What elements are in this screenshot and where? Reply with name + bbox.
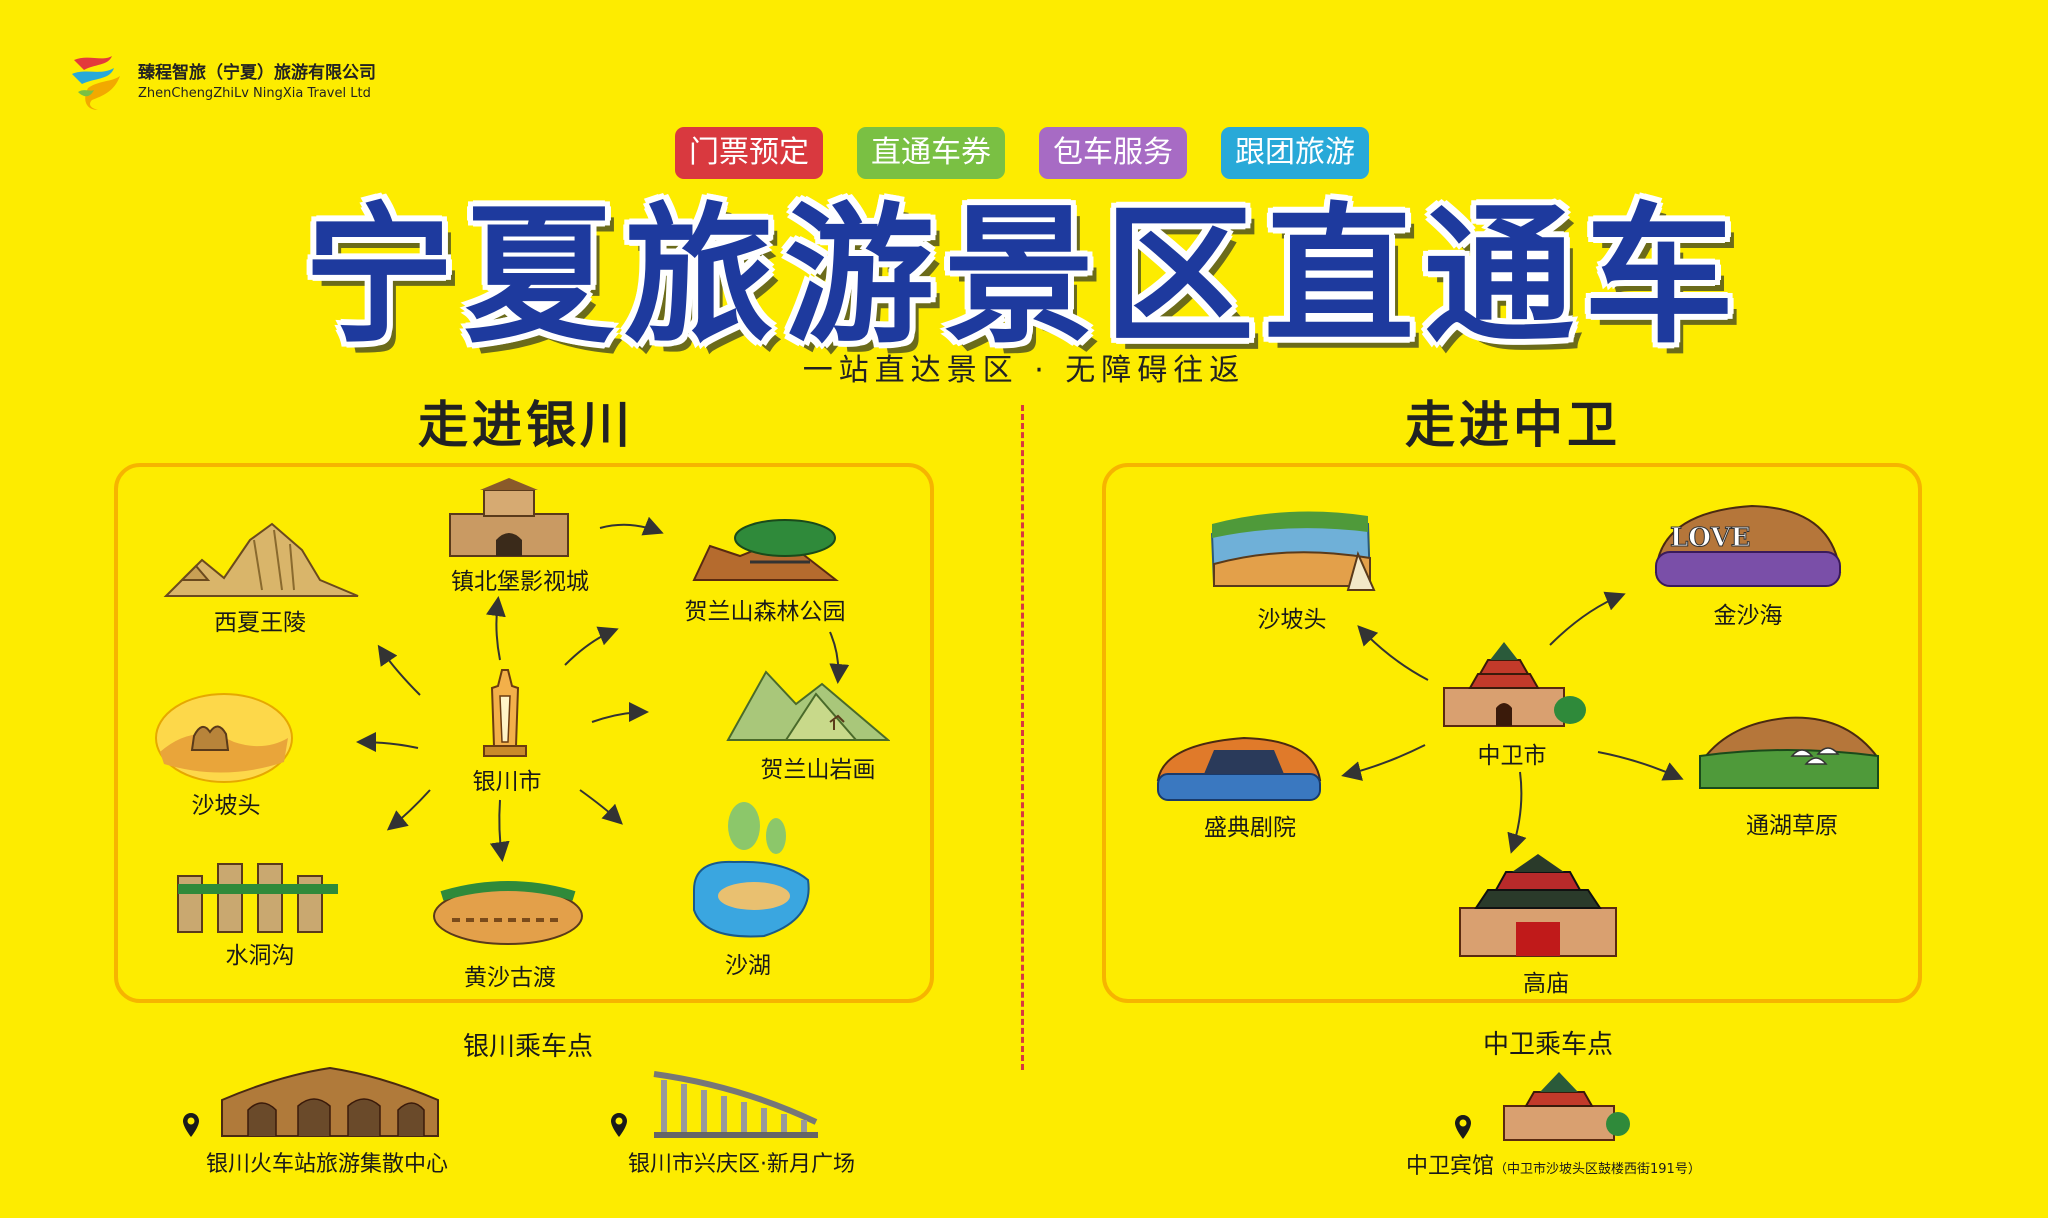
label-spot-shuidonggou[interactable]: 水洞沟 bbox=[225, 943, 295, 969]
label-spot-helan-rock-art[interactable]: 贺兰山岩画 bbox=[760, 757, 876, 783]
label-spot-helan-forest[interactable]: 贺兰山森林公园 bbox=[684, 599, 846, 625]
pickup-xinyue-square[interactable]: 银川市兴庆区·新月广场 bbox=[628, 1152, 855, 1177]
helan-forest-park-icon bbox=[692, 519, 839, 581]
yinchuan-monument-icon bbox=[483, 669, 527, 757]
tag-ticket-booking[interactable]: 门票预定 bbox=[675, 127, 823, 179]
location-pin-icon bbox=[611, 1113, 627, 1137]
location-pin-icon bbox=[183, 1113, 199, 1137]
tag-shuttle-ticket[interactable]: 直通车券 bbox=[857, 127, 1005, 179]
sand-lake-icon bbox=[693, 802, 810, 938]
label-spot-shapotou-zw[interactable]: 沙坡头 bbox=[1257, 607, 1327, 633]
label-spot-xixia-tombs[interactable]: 西夏王陵 bbox=[214, 610, 306, 636]
tag-group-tour[interactable]: 跟团旅游 bbox=[1221, 127, 1369, 179]
gaomiao-temple-icon bbox=[1459, 854, 1617, 957]
pickup-heading-zhongwei: 中卫乘车点 bbox=[1482, 1030, 1614, 1060]
section-heading-yinchuan: 走进银川 bbox=[418, 395, 634, 454]
shapotou-desert-icon bbox=[1210, 511, 1376, 591]
shapotou-camel-icon bbox=[155, 693, 293, 783]
label-spot-golden-sand-sea[interactable]: 金沙海 bbox=[1713, 603, 1783, 629]
pickup-zhongwei-hotel[interactable]: 中卫宾馆（中卫市沙坡头区鼓楼西街191号） bbox=[1406, 1148, 1701, 1180]
yinchuan-station-icon bbox=[221, 1066, 439, 1137]
xixia-tombs-icon bbox=[163, 522, 359, 597]
tonghu-grassland-icon bbox=[1699, 716, 1879, 789]
tag-charter-service[interactable]: 包车服务 bbox=[1039, 127, 1187, 179]
company-logo-icon bbox=[72, 56, 120, 110]
label-spot-tonghu-grassland[interactable]: 通湖草原 bbox=[1746, 813, 1838, 839]
label-spot-zhenbeibao[interactable]: 镇北堡影视城 bbox=[451, 569, 589, 595]
pickup-heading-yinchuan: 银川乘车点 bbox=[462, 1032, 594, 1062]
zhongwei-drum-tower-icon bbox=[1443, 642, 1586, 727]
panel-yinchuan bbox=[114, 463, 934, 1003]
location-pin-icon bbox=[1455, 1115, 1471, 1139]
label-hub-zhongwei: 中卫市 bbox=[1477, 743, 1547, 769]
label-spot-sand-lake[interactable]: 沙湖 bbox=[725, 953, 771, 979]
love-sign-text: LOVE bbox=[1670, 523, 1750, 553]
company-name-en: ZhenChengZhiLv NingXia Travel Ltd bbox=[138, 86, 371, 101]
section-heading-zhongwei: 走进中卫 bbox=[1405, 395, 1621, 454]
xinyue-square-icon bbox=[653, 1071, 818, 1138]
label-spot-shengdian-theater[interactable]: 盛典剧院 bbox=[1204, 815, 1296, 841]
panel-zhongwei bbox=[1102, 463, 1922, 1003]
helan-rock-paintings-icon bbox=[726, 670, 890, 741]
subtitle: 一站直达景区 · 无障碍往返 bbox=[802, 353, 1246, 388]
pickup-zhongwei-hotel-name: 中卫宾馆 bbox=[1406, 1154, 1495, 1179]
main-title: 宁夏旅游景区直通车 bbox=[303, 190, 1744, 364]
company-name-cn: 臻程智旅（宁夏）旅游有限公司 bbox=[138, 63, 376, 83]
section-divider bbox=[1021, 405, 1024, 1070]
label-spot-gaomiao[interactable]: 高庙 bbox=[1523, 971, 1569, 997]
label-hub-yinchuan: 银川市 bbox=[472, 769, 542, 795]
zhongwei-hotel-icon bbox=[1503, 1072, 1630, 1141]
label-spot-huangsha-ferry[interactable]: 黄沙古渡 bbox=[464, 965, 556, 991]
golden-sand-sea-icon: LOVE bbox=[1654, 504, 1842, 587]
zhenbeibao-fort-icon bbox=[449, 478, 569, 557]
pickup-yinchuan-station[interactable]: 银川火车站旅游集散中心 bbox=[206, 1152, 449, 1177]
shuidonggou-icon bbox=[177, 863, 338, 933]
pickup-zhongwei-hotel-address: （中卫市沙坡头区鼓楼西街191号） bbox=[1494, 1162, 1701, 1177]
label-spot-shapotou-yc[interactable]: 沙坡头 bbox=[191, 793, 261, 819]
shengdian-theater-icon bbox=[1156, 736, 1322, 801]
huangsha-ferry-icon bbox=[433, 881, 583, 945]
